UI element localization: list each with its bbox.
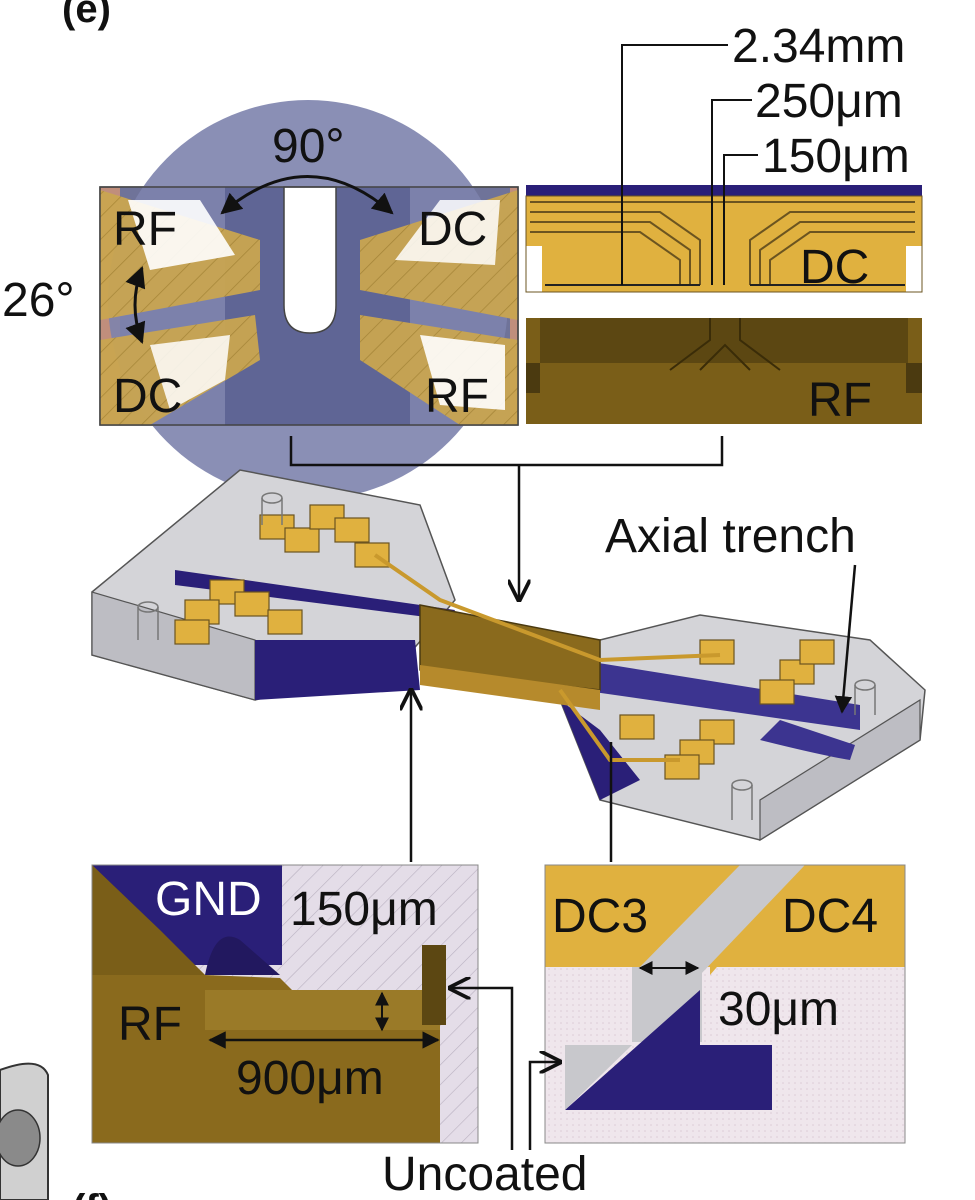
rf-inset-label: RF: [118, 998, 182, 1051]
uncoated-label: Uncoated: [382, 1148, 587, 1200]
rf-gnd-inset: [91, 864, 479, 1144]
axial-trench-label: Axial trench: [605, 510, 856, 563]
label-rf-top: RF: [113, 203, 177, 256]
dim-150um-leader: [723, 154, 758, 285]
cropped-object-hole: [0, 1109, 41, 1167]
angle-90-arc: [220, 175, 394, 215]
angle-26-label: 26°: [2, 274, 75, 327]
dc4-label: DC4: [782, 890, 878, 943]
bracket-connector: [289, 436, 724, 600]
end-view-panel: [99, 100, 519, 500]
rf-cross-section: [526, 318, 922, 424]
dim-250um: 250μm: [755, 75, 903, 128]
dc3-label: DC3: [552, 890, 648, 943]
angle-26-arc: [125, 266, 146, 344]
dim-2-34mm: 2.34mm: [732, 20, 905, 73]
dim-250um-leader: [711, 99, 752, 285]
panel-label-f: (f): [72, 1187, 112, 1200]
label-rf-section: RF: [808, 374, 872, 427]
gnd-label: GND: [155, 873, 262, 926]
trap-3d-model: [91, 469, 926, 842]
panel-label-e: (e): [62, 0, 111, 31]
uncoated-arrow-left: [450, 988, 514, 1150]
angle-90-label: 90°: [272, 120, 345, 173]
label-dc-top: DC: [418, 203, 487, 256]
dim-150um-inset: 150μm: [290, 883, 438, 936]
dim-2-34mm-leader: [621, 44, 728, 285]
dim-900um: 900μm: [236, 1052, 384, 1105]
label-dc-section: DC: [800, 241, 869, 294]
axial-trench-arrow: [834, 564, 857, 714]
dc-gap-inset: [544, 864, 906, 1144]
label-dc-bottom: DC: [113, 370, 182, 423]
uncoated-arrow-right: [528, 1062, 560, 1150]
dim-30um: 30μm: [718, 983, 839, 1036]
label-rf-bottom: RF: [425, 370, 489, 423]
dim-150um: 150μm: [762, 130, 910, 183]
